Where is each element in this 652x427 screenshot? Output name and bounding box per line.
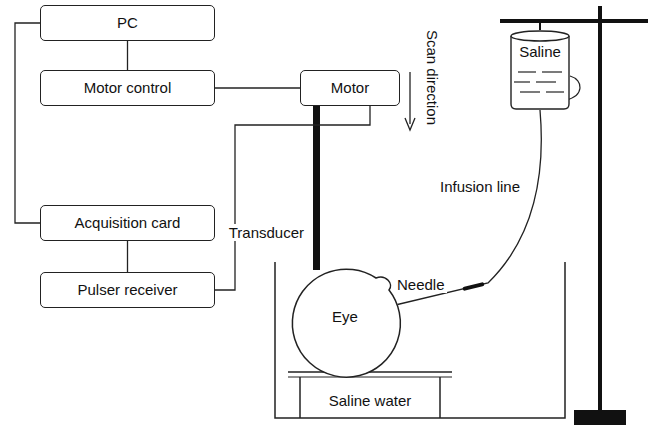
bag-hook bbox=[539, 23, 541, 30]
water-tank bbox=[275, 262, 565, 418]
eye-shape: Eye bbox=[290, 262, 400, 372]
acquisition-box: Acquisition card bbox=[40, 205, 215, 241]
pole-base bbox=[574, 410, 626, 425]
wire bbox=[15, 23, 40, 223]
transducer-bar bbox=[313, 104, 320, 270]
scan-direction-label: Scan direction bbox=[424, 28, 441, 127]
pulser-box: Pulser receiver bbox=[40, 272, 215, 308]
pole-crossbar bbox=[500, 19, 648, 23]
node-text: Eye bbox=[332, 308, 358, 325]
stand-leg bbox=[439, 377, 441, 418]
node-text: Motor control bbox=[84, 79, 172, 96]
wire bbox=[127, 41, 128, 70]
transducer-label: Transducer bbox=[227, 224, 306, 241]
wire bbox=[127, 241, 128, 272]
needle-label: Needle bbox=[395, 276, 447, 293]
bag-outline bbox=[510, 30, 570, 110]
eye-stand bbox=[288, 377, 452, 378]
motor-box: Motor bbox=[300, 70, 400, 106]
saline-water-label: Saline water bbox=[327, 392, 414, 409]
wire bbox=[215, 87, 300, 88]
iv-pole bbox=[598, 6, 602, 412]
needle-body bbox=[465, 284, 483, 288]
controller-box: Motor control bbox=[40, 70, 215, 106]
node-text: Motor bbox=[331, 79, 369, 96]
wire bbox=[215, 106, 370, 290]
scan-arrow bbox=[409, 72, 410, 124]
computer-box: PC bbox=[40, 5, 215, 41]
node-text: Acquisition card bbox=[75, 214, 181, 231]
scan-arrow-head bbox=[405, 118, 415, 130]
infusion-line-label: Infusion line bbox=[438, 178, 522, 195]
node-text: PC bbox=[117, 14, 138, 31]
node-text: Pulser receiver bbox=[77, 281, 177, 298]
node-text: Saline bbox=[519, 43, 561, 60]
saline-bag: Saline bbox=[510, 30, 570, 110]
stand-leg bbox=[299, 377, 301, 418]
